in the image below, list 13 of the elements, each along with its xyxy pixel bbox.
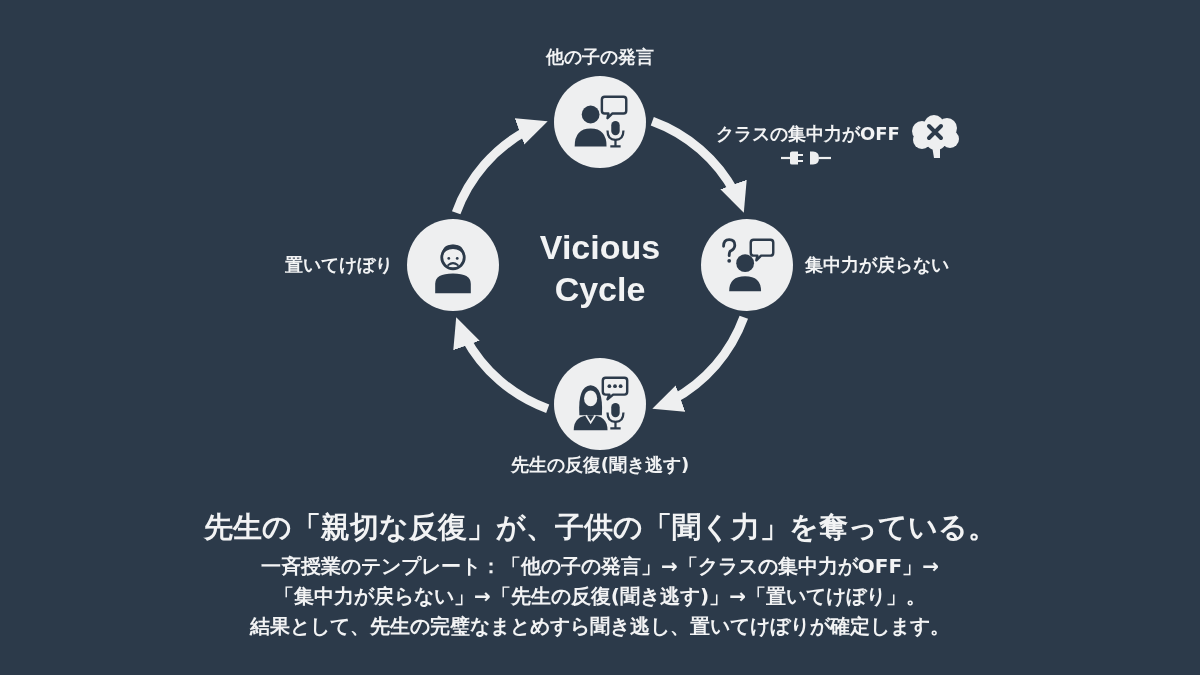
step-label: 集中力が戻らない	[805, 253, 949, 277]
step-label: 置いてけぼり	[285, 253, 393, 277]
step-label: 他の子の発言	[546, 45, 654, 68]
annotation-label: クラスの集中力がOFF	[716, 122, 900, 146]
cycle-arrow	[452, 117, 550, 215]
step-label: 先生の反復(聞き逃す)	[510, 454, 690, 477]
cycle-arrow	[650, 117, 748, 215]
cycle-arrow	[452, 315, 550, 413]
cycle-title: Vicious Cycle	[539, 227, 661, 310]
cycle-arrow	[650, 315, 748, 413]
headline: 先生の「親切な反復」が、子供の「聞く力」を奪っている。	[203, 509, 997, 546]
caption-text: 一斉授業のテンプレート：「他の子の発言」→「クラスの集中力がOFF」→「集中力が戻らない」→「先生の反復(聞き逃す)」→「置いてけぼり」。	[260, 553, 940, 610]
summary-text: 結果として、先生の完璧なまとめすら聞き逃し、置いてけぼりが確定します。	[250, 613, 950, 640]
